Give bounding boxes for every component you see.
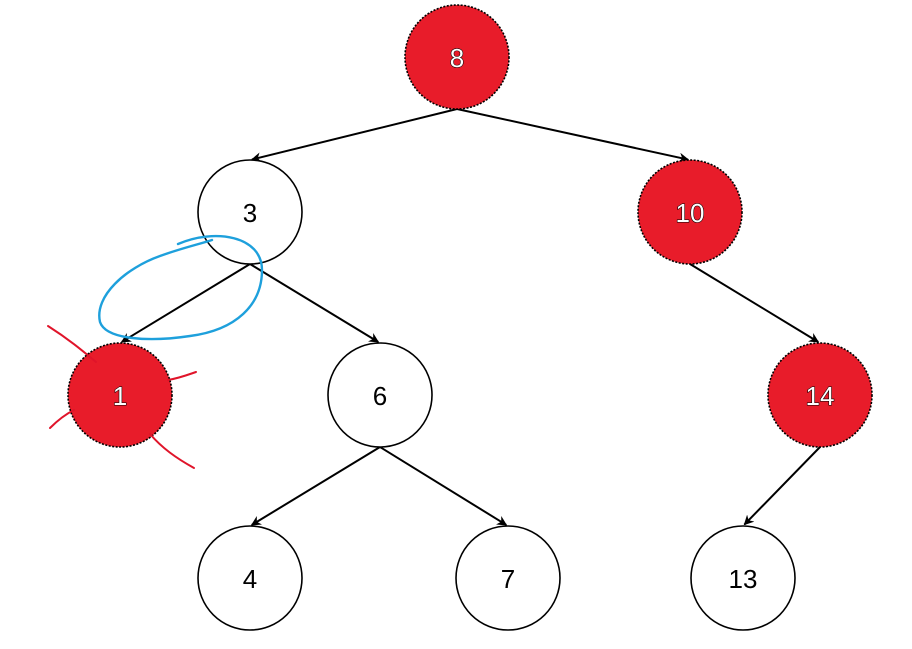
red-strike-upper-left <box>47 325 97 363</box>
edge-10-to-14 <box>689 263 820 343</box>
node-circle <box>67 342 173 448</box>
node-6: 6 <box>327 342 433 448</box>
node-circle <box>767 342 873 448</box>
annotations-layer <box>47 234 264 469</box>
red-strike-lower-left <box>49 409 75 429</box>
edge-8-to-10 <box>456 108 690 163</box>
node-3: 3 <box>197 159 303 265</box>
node-circle <box>637 159 743 265</box>
node-label: 1 <box>113 381 127 411</box>
node-7: 7 <box>455 525 561 631</box>
node-label: 6 <box>373 381 387 411</box>
node-label: 7 <box>501 564 515 594</box>
node-label: 3 <box>243 198 257 228</box>
edge-8-to-3 <box>250 108 458 163</box>
red-strike-right <box>167 371 197 381</box>
node-circle <box>197 525 303 631</box>
edge-14-to-13 <box>743 446 821 526</box>
node-14: 14 <box>767 342 873 448</box>
node-13: 13 <box>690 525 796 631</box>
node-circle <box>197 159 303 265</box>
node-label: 14 <box>806 381 835 411</box>
node-label: 13 <box>729 564 758 594</box>
edge-3-to-6 <box>249 263 380 343</box>
edge-3-to-1 <box>120 263 251 343</box>
node-4: 4 <box>197 525 303 631</box>
node-10: 10 <box>637 159 743 265</box>
node-circle <box>690 525 796 631</box>
edges-layer <box>120 108 821 526</box>
blue-loop-annotation <box>98 234 264 341</box>
edge-6-to-7 <box>379 446 508 526</box>
nodes-layer: 8 3 10 1 6 14 4 7 13 <box>67 4 873 631</box>
edge-6-to-4 <box>250 446 381 526</box>
node-circle <box>404 4 510 110</box>
node-label: 10 <box>676 198 705 228</box>
red-strike-lower-right <box>149 433 195 469</box>
node-label: 4 <box>243 564 257 594</box>
node-label: 8 <box>450 43 464 73</box>
node-circle <box>455 525 561 631</box>
node-circle <box>327 342 433 448</box>
node-8: 8 <box>404 4 510 110</box>
node-1: 1 <box>67 342 173 448</box>
